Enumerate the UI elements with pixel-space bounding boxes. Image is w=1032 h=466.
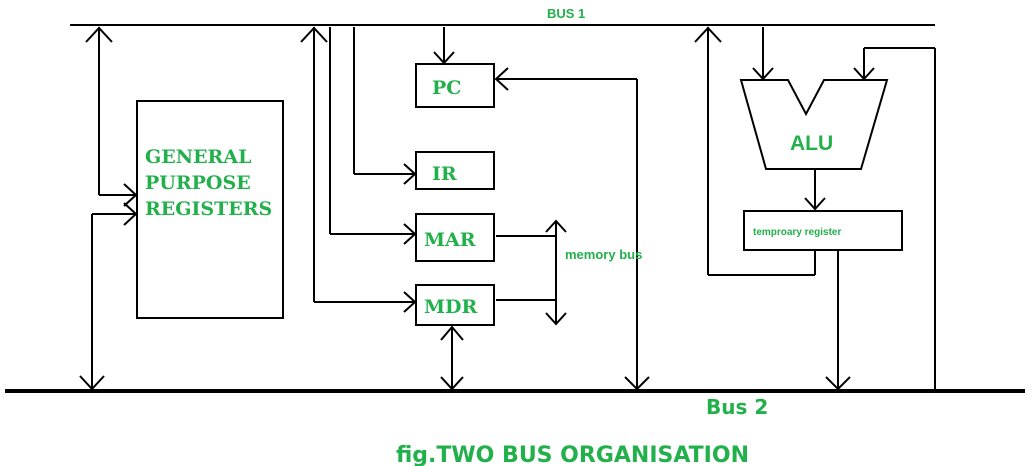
gpr-bus1-connection xyxy=(85,26,138,207)
temp-register-box xyxy=(743,210,903,251)
ir-bus1-connection xyxy=(353,27,417,185)
bus-2-label: Bus 2 xyxy=(706,395,768,419)
mdr-bus2-connection xyxy=(440,325,464,391)
memory-bus-connection xyxy=(496,219,567,326)
mar-bus1-connection xyxy=(329,27,417,245)
gpr-label-line-3: REGISTERS xyxy=(145,198,272,220)
mdr-register-box xyxy=(415,284,495,326)
alu-label: ALU xyxy=(790,132,833,155)
gpr-label-line-2: PURPOSE xyxy=(145,172,251,194)
ir-label: IR xyxy=(432,163,457,185)
gpr-bus2-connection xyxy=(79,202,138,391)
gpr-label-line-1: GENERAL xyxy=(145,146,251,168)
pc-bus2-connection xyxy=(494,67,650,391)
bus-1-label: BUS 1 xyxy=(547,6,585,21)
alu-input-b-from-bus2 xyxy=(853,47,936,391)
pc-bus1-connection xyxy=(433,27,455,65)
alu-input-a-from-bus1 xyxy=(752,27,774,81)
temp-to-bus1-connection xyxy=(694,26,816,276)
temp-register-label: temproary register xyxy=(753,227,841,238)
ir-register-box xyxy=(415,151,495,190)
figure-caption: fig.TWO BUS ORGANISATION xyxy=(396,443,749,466)
mar-register-box xyxy=(415,213,495,262)
alu-output-to-temp xyxy=(804,170,826,211)
alu-shape xyxy=(739,79,889,170)
pc-register-box xyxy=(415,63,495,108)
memory-bus-label: memory bus xyxy=(565,247,642,262)
temp-to-bus2-connection xyxy=(825,251,851,391)
mdr-label: MDR xyxy=(424,296,478,318)
pc-label: PC xyxy=(432,77,461,99)
mdr-bus1-connection xyxy=(300,26,417,313)
general-purpose-registers-box xyxy=(136,100,284,319)
mar-label: MAR xyxy=(424,229,476,251)
